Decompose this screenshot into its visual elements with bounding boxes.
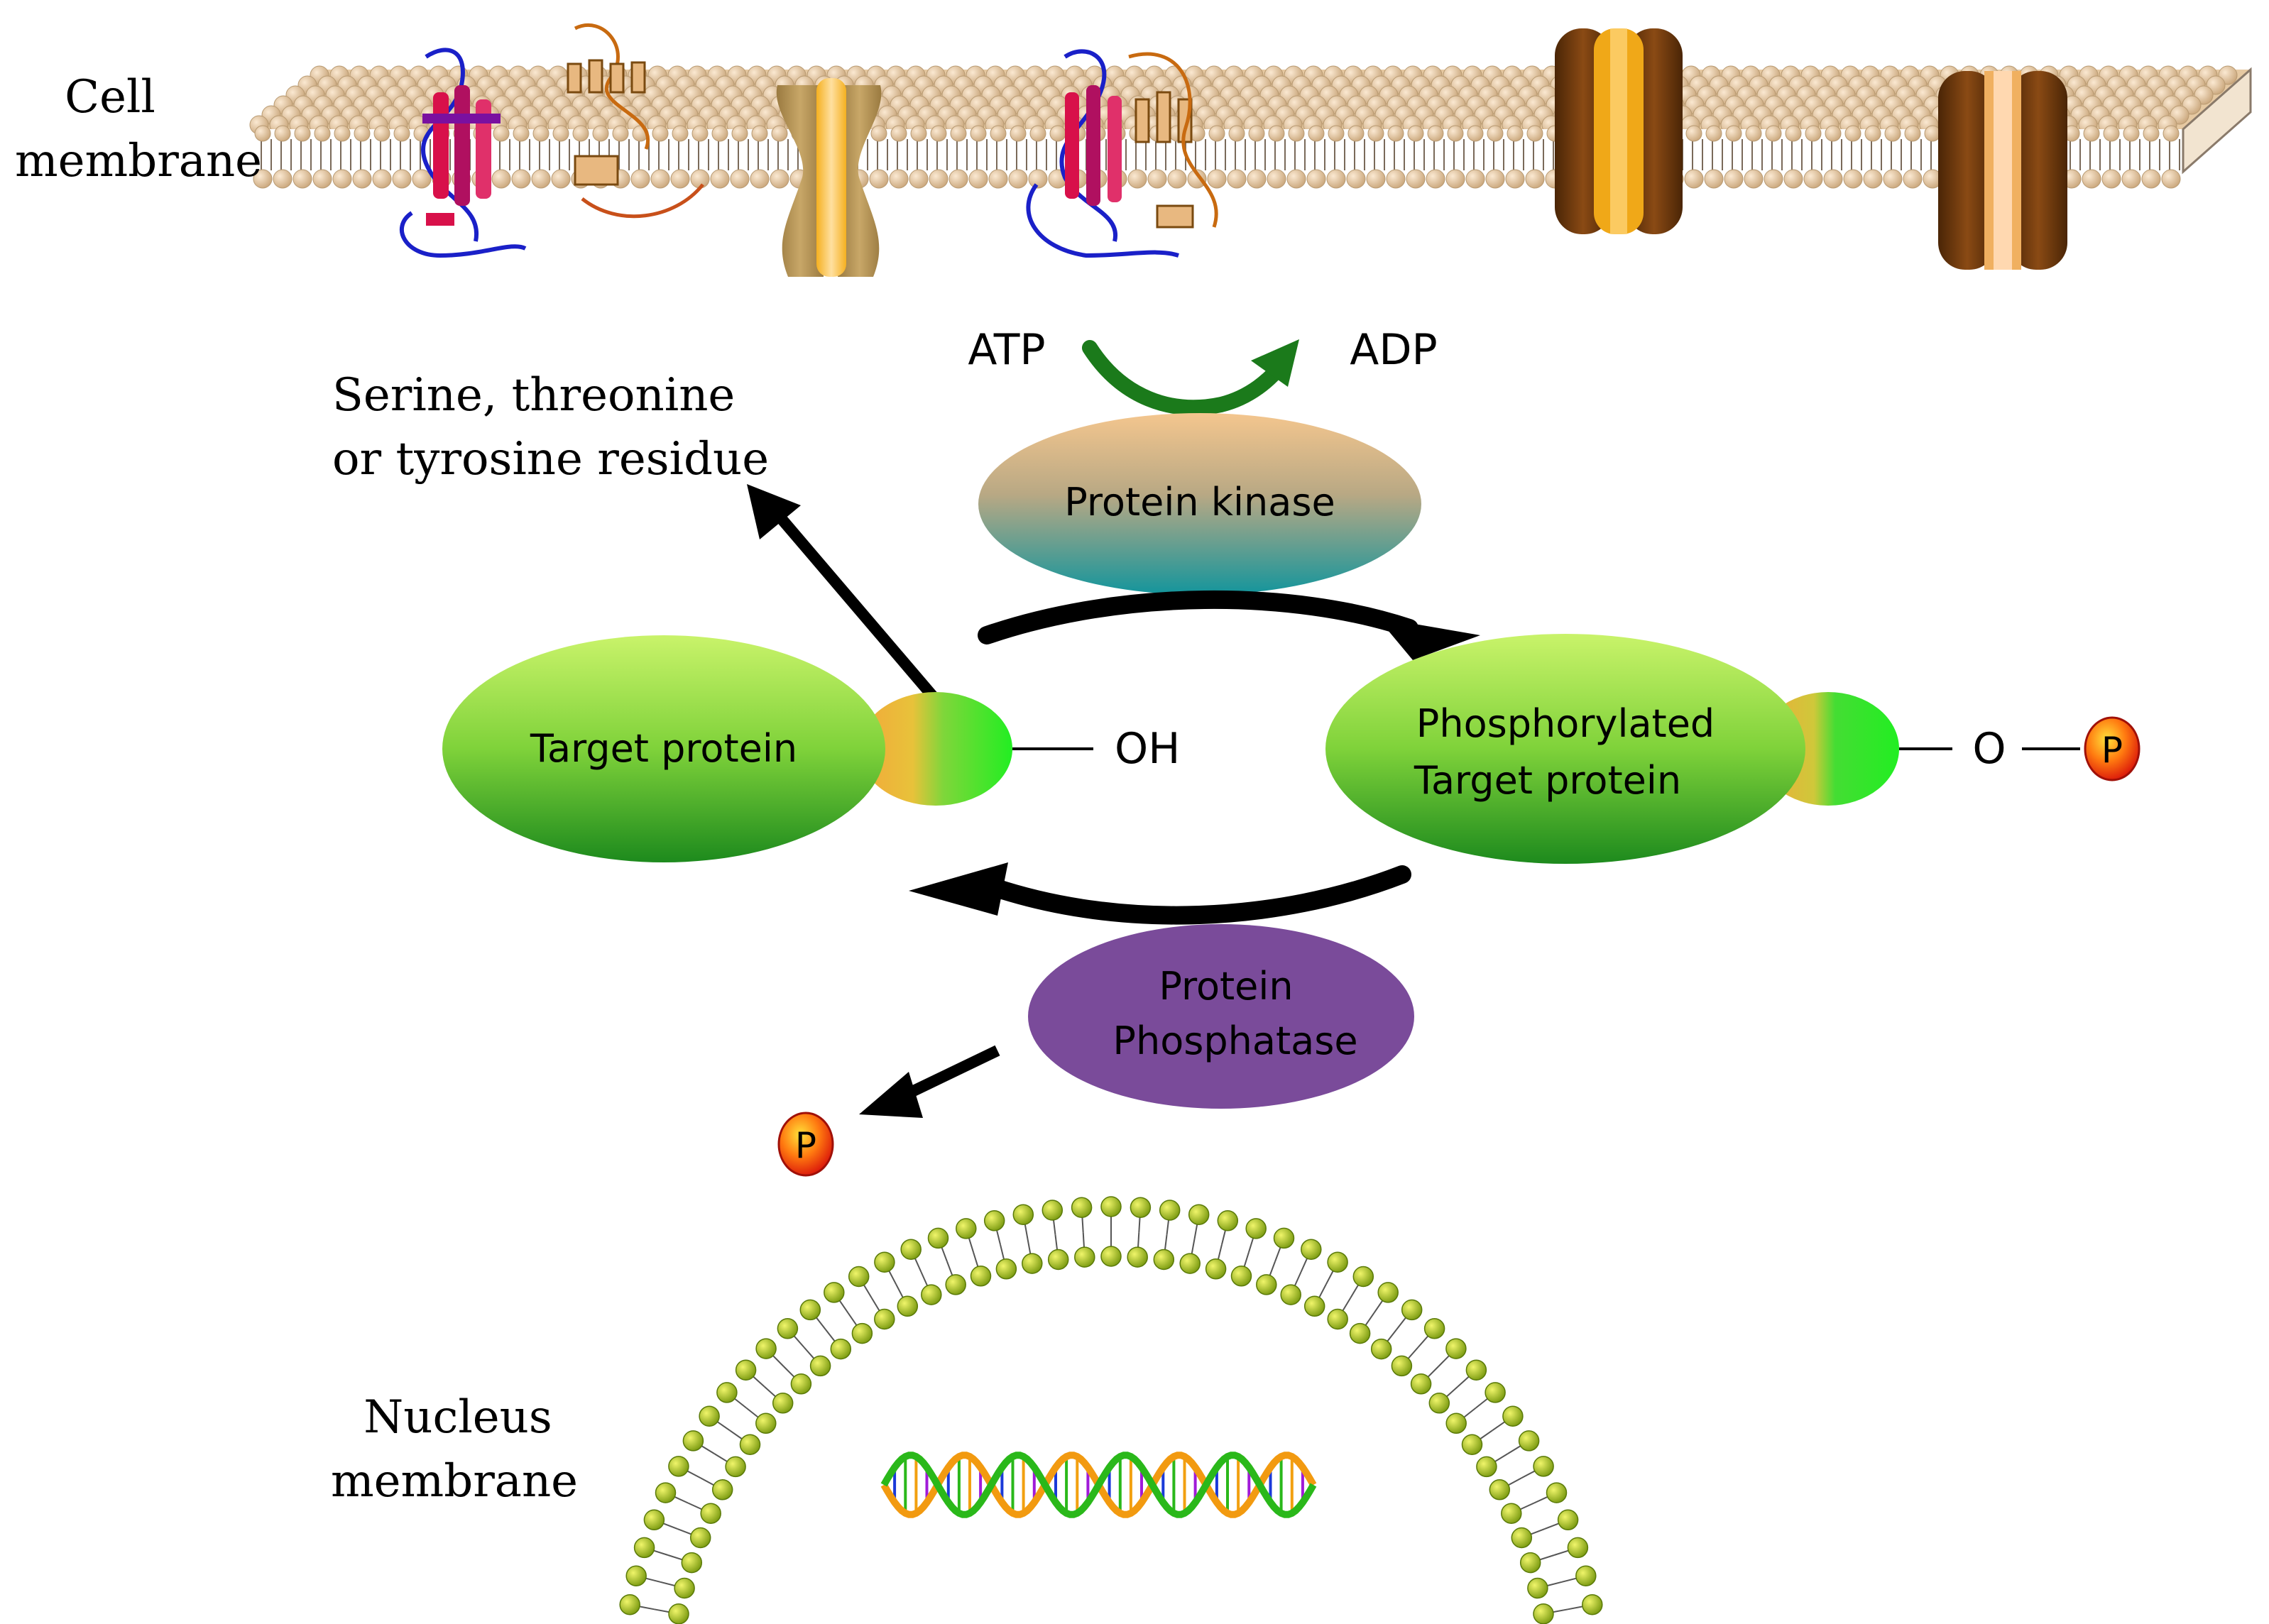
ion-channel-icon [1938,71,2067,270]
cell-membrane-label-line1: Cell [65,71,155,124]
atp-to-adp-arrow [1082,339,1299,416]
phosphatase-label-line1: Protein [1159,964,1293,1009]
residue-pointer-arrow [747,484,942,706]
phosphate-group-icon: P [2084,716,2140,781]
protein-kinase: Protein kinase [978,413,1421,595]
dephosphorylation-arrow [909,862,1411,925]
residue-label-line1: Serine, threonine [332,369,735,422]
oh-label: OH [1115,724,1180,774]
phosphate-group-icon: P [777,1112,834,1177]
ion-channel-icon [1555,28,1683,234]
o-label: O [1972,724,2006,774]
receptor-protein-icon [399,48,527,258]
residue-label-line2: or tyrosine residue [332,433,769,485]
protein-kinase-label: Protein kinase [1064,480,1335,525]
phosphatase-label-line2: Phosphatase [1112,1019,1357,1063]
target-protein-label: Target protein [530,726,797,771]
adp-label: ADP [1350,325,1437,375]
receptor-protein-icon [567,23,704,219]
phosphate-release-arrow [859,1045,1000,1118]
phosphate-symbol: P [2101,730,2123,771]
nucleus-membrane [619,1196,1603,1624]
cell-membrane-label-line2: membrane [15,135,262,187]
atp-label: ATP [968,325,1045,375]
phosphorylated-label-line2: Target protein [1414,758,1681,803]
protein-phosphatase: Protein Phosphatase [1028,924,1414,1109]
released-phosphate-symbol: P [795,1125,816,1166]
phosphorylation-arrow [978,590,1480,660]
target-protein: Target protein [442,635,1012,862]
nucleus-membrane-label-line1: Nucleus [363,1391,552,1444]
dna-helix-icon [880,1452,1317,1518]
nucleus-membrane-label-line2: membrane [331,1455,578,1508]
ion-channel-icon [776,78,882,277]
phosphorylated-protein: Phosphorylated Target protein [1325,634,1899,864]
receptor-protein-icon [1026,49,1218,258]
phosphorylated-label-line1: Phosphorylated [1416,701,1715,746]
